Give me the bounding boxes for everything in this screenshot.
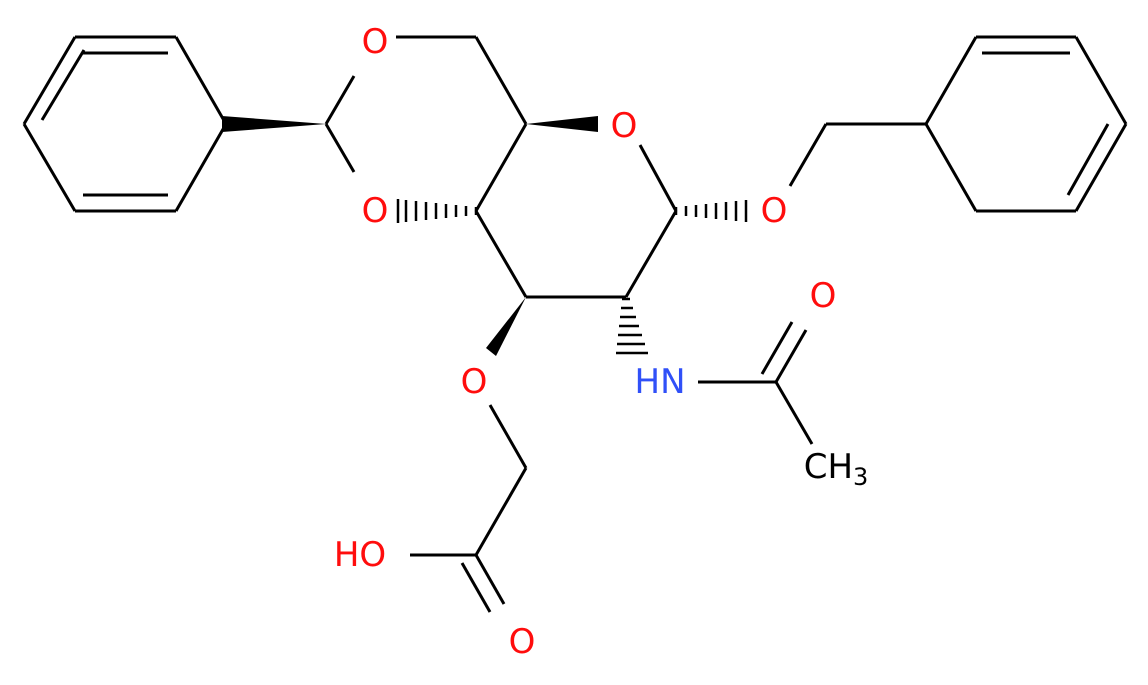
hash-bonds [396,199,748,355]
left-phenyl-ring [22,35,228,213]
benzyl-group [788,122,926,187]
ring-oxygen-top-label: O [362,22,389,62]
wedge-bonds [222,116,598,356]
bonds [22,35,1128,613]
ring-oxygen-left-label: O [362,191,389,231]
ether-oxygen-label: O [461,362,488,402]
acetamide-group [698,321,814,445]
anomeric-oxygen-label: O [761,191,788,231]
methyl-label: CH3 [804,447,869,491]
acid-hydroxyl-label: HO [334,535,386,575]
pyranose-ring [474,144,678,299]
methyl-main: CH [804,447,853,487]
acid-carbonyl-oxygen-label: O [509,622,536,662]
dioxane-ring [324,35,528,212]
atom-labels: O O O O O HN O HO O CH3 [334,22,868,662]
methyl-subscript: 3 [853,463,868,491]
amide-oxygen-label: O [810,276,837,316]
nh-label: HN [635,362,686,402]
right-phenyl-ring [924,35,1128,213]
carboxymethyl-group [410,404,528,613]
pyranose-oxygen-label: O [611,106,638,146]
